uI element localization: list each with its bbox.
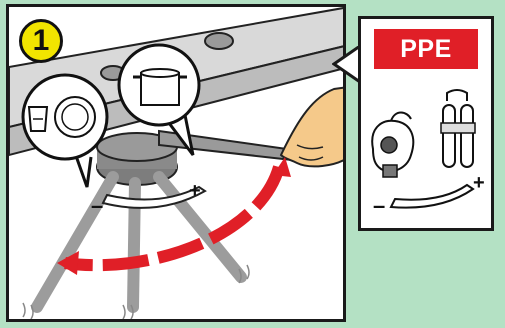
motion-lines [22,302,34,319]
ppe-illustration: – + [371,89,485,218]
rotation-arrow [64,165,285,272]
hand-fingers [296,144,324,161]
gas-cylinders-icon [440,89,476,168]
ppe-label: PPE [374,29,478,69]
rotation-arrow-head [273,157,291,177]
ppe-scale [389,183,475,209]
callout-pointer [167,114,195,156]
plus-symbol: + [189,180,201,202]
glass-and-plate-icon [27,96,96,138]
spray-arm-leg [31,171,119,313]
ppe-plus-symbol: + [473,172,485,194]
main-illustration-panel: – + 1 [6,4,346,322]
rail-hole [204,32,234,50]
gas-mask-icon [371,111,415,178]
callout-pointer [73,152,93,188]
minus-symbol: – [91,193,103,218]
step-number-badge: 1 [19,19,63,63]
motion-lines [122,304,134,319]
ppe-minus-symbol: – [373,193,385,218]
spray-arm-leg [153,171,247,283]
motion-lines [238,264,250,284]
cooking-pot-icon [133,68,187,106]
hand-illustration [279,86,343,168]
rotation-arrow-head [57,251,79,275]
illustration-canvas: – + [9,7,343,319]
setting-scale [101,185,207,209]
ppe-panel: PPE – + [358,16,494,231]
